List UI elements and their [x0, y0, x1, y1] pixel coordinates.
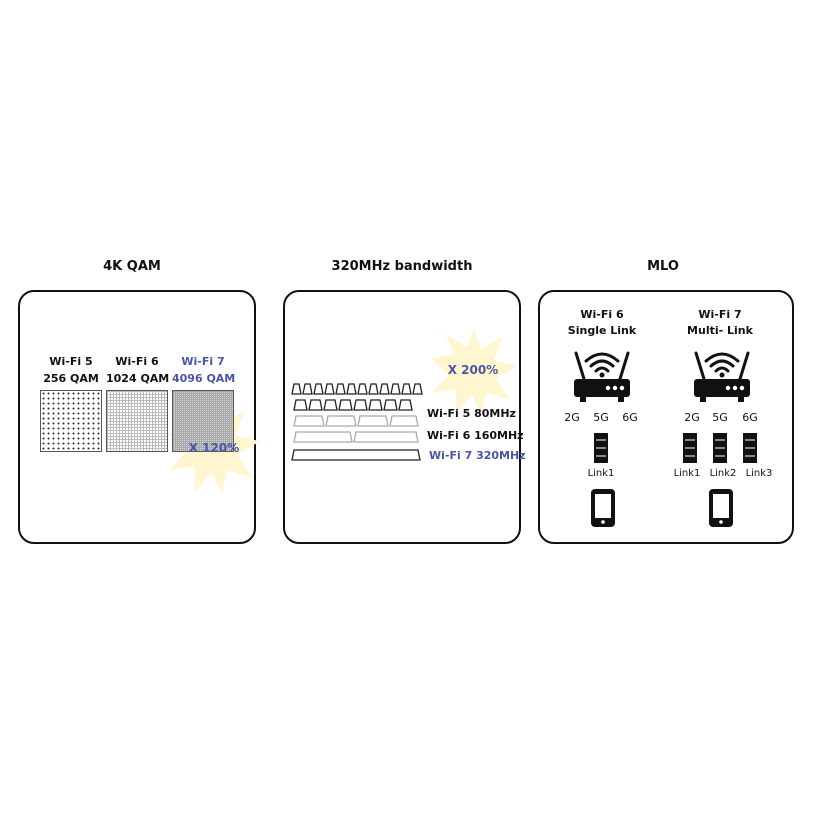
wifi7-bandwidth-label: Wi-Fi 7 320MHz [429, 449, 526, 462]
channel-row-full [291, 449, 421, 461]
bandwidth-panel: X 200% Wi-Fi 5 [283, 290, 526, 544]
mlo-right-link-1: Link1 [673, 468, 701, 479]
wifi5-label: Wi-Fi 5 [49, 355, 93, 368]
channel-row-160mhz [293, 415, 419, 427]
qam-panel-title: 4K QAM [103, 259, 161, 274]
mlo-right-title-2: Multi- Link [687, 324, 753, 337]
starburst-icon [430, 327, 518, 415]
mlo-left-title-2: Single Link [567, 324, 637, 337]
mlo-left-title-1: Wi-Fi 6 [580, 308, 624, 321]
data-stream-icon [683, 433, 697, 463]
wifi6-bandwidth-label: Wi-Fi 6 160MHz [427, 429, 524, 442]
qam-256-constellation [40, 390, 102, 452]
mlo-left-band-2g: 2G [564, 411, 580, 424]
mlo-right-link-2: Link2 [709, 468, 737, 479]
wifi-signal-icon [584, 352, 620, 373]
wifi5-qam-label: 256 QAM [43, 372, 99, 385]
mlo-panel: Wi-Fi 6 Single Link 2G 5G 6G Link1 Wi-Fi… [538, 290, 794, 544]
data-stream-icon [743, 433, 757, 463]
qam-4096-constellation [172, 390, 234, 452]
bandwidth-panel-title: 320MHz bandwidth [331, 259, 473, 274]
bandwidth-gain-badge: X 200% [447, 363, 499, 377]
wifi7-label: Wi-Fi 7 [181, 355, 225, 368]
mlo-right-band-2g: 2G [684, 411, 700, 424]
mlo-panel-title: MLO [647, 259, 679, 274]
channel-row-320mhz [293, 431, 419, 443]
wifi7-qam-label: 4096 QAM [172, 372, 236, 385]
router-icon [574, 351, 630, 402]
qam-panel: Wi-Fi 5 256 QAM Wi-Fi 6 1024 QAM Wi-Fi 7… [18, 290, 261, 544]
router-icon [694, 351, 750, 402]
channel-row-80mhz [293, 399, 413, 411]
mlo-right-title-1: Wi-Fi 7 [698, 308, 742, 321]
qam-gain-badge: X 120% [188, 441, 240, 455]
mlo-right-band-5g: 5G [712, 411, 728, 424]
wifi5-bandwidth-label: Wi-Fi 5 80MHz [427, 407, 516, 420]
channel-row-20mhz [291, 383, 423, 395]
qam-1024-constellation [106, 390, 168, 452]
wifi6-label: Wi-Fi 6 [115, 355, 159, 368]
mlo-left-band-5g: 5G [593, 411, 609, 424]
mlo-right-link-3: Link3 [745, 468, 773, 479]
mlo-left-link-1: Link1 [587, 468, 615, 479]
mlo-left-band-6g: 6G [622, 411, 638, 424]
data-stream-icon [594, 433, 608, 463]
wifi6-qam-label: 1024 QAM [106, 372, 170, 385]
channel-diagram [291, 383, 423, 461]
phone-icon [591, 489, 615, 527]
mlo-right-band-6g: 6G [742, 411, 758, 424]
wifi-signal-icon [704, 352, 740, 373]
phone-icon [709, 489, 733, 527]
data-stream-icon [713, 433, 727, 463]
